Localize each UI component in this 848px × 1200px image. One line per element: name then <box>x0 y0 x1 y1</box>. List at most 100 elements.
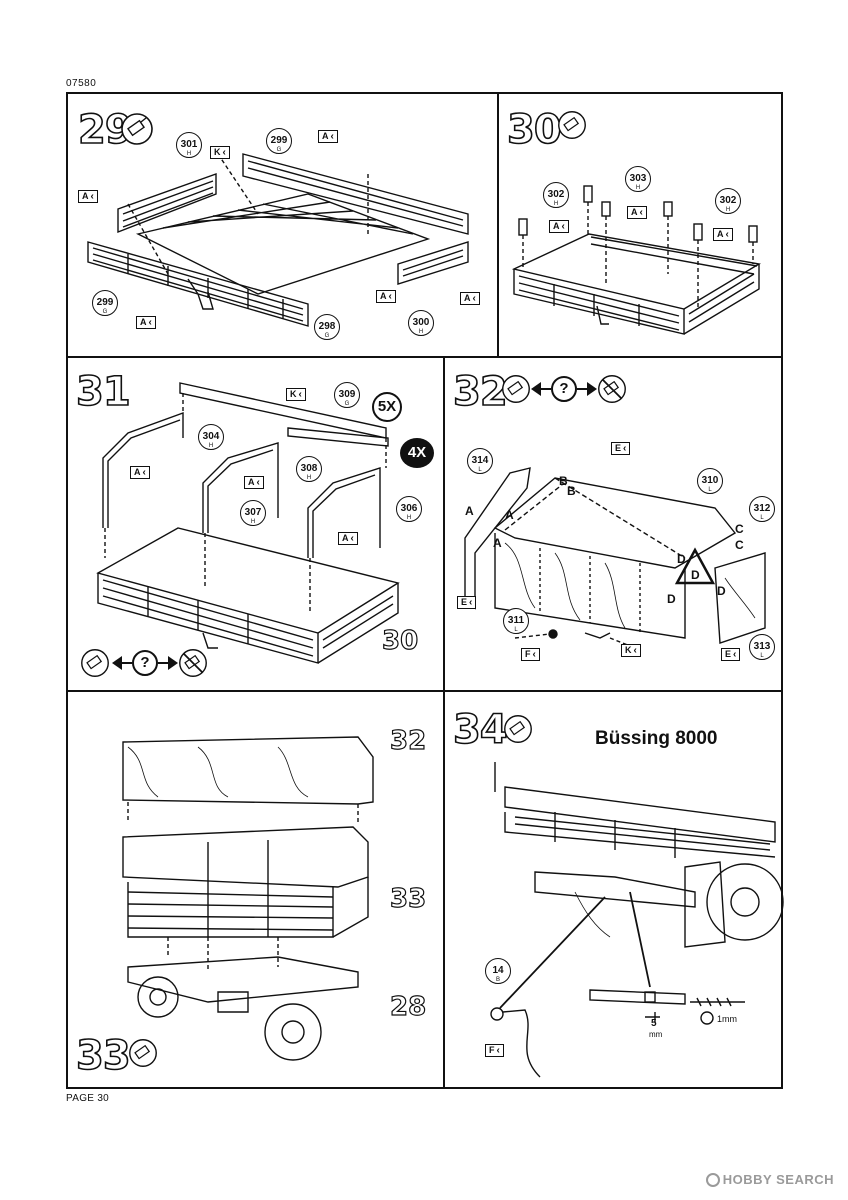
part-309: 309 G <box>334 382 360 408</box>
page-number: PAGE 30 <box>66 1093 110 1104</box>
part-302: 302 H <box>543 182 569 208</box>
part-304: 304 H <box>198 424 224 450</box>
step-reference: 33 <box>389 884 427 914</box>
part-number: 301 <box>180 139 198 150</box>
part-sprue: H <box>250 519 256 525</box>
flag-A: A <box>130 466 150 479</box>
part-299: 299 G <box>266 128 292 154</box>
flag-A: A <box>549 220 569 233</box>
flag-A: A <box>627 206 647 219</box>
document-code: 07580 <box>66 78 97 89</box>
step-reference: 30 <box>381 626 419 656</box>
glue-tube-icon <box>558 111 586 139</box>
step-32-panel: 32 ? 314 <box>445 358 781 690</box>
watermark-logo-icon <box>705 1173 720 1187</box>
flag-E: E <box>611 442 631 455</box>
part-313: 313 L <box>749 634 775 660</box>
step-34-panel: 34 Büssing 8000 14 <box>445 692 784 1087</box>
assembly-letter: C <box>735 538 744 552</box>
part-308: 308 H <box>296 456 322 482</box>
glue-tube-icon <box>81 649 109 677</box>
flag-F: F <box>485 1044 504 1057</box>
step-number: 34 <box>452 707 508 753</box>
part-number: 303 <box>629 173 647 184</box>
part-sprue: L <box>708 487 712 493</box>
arrow-icon <box>112 656 132 670</box>
dimension-value: 5 <box>651 1018 657 1029</box>
part-number: 14 <box>492 965 504 976</box>
part-number: 311 <box>507 615 525 626</box>
wire-diameter: 1mm <box>717 1014 737 1024</box>
part-number: 302 <box>547 189 565 200</box>
flag-A: A <box>376 290 396 303</box>
watermark-text: HOBBY SEARCH <box>722 1172 834 1187</box>
part-sprue: H <box>553 201 559 207</box>
step-reference: 28 <box>389 992 427 1022</box>
part-sprue: L <box>514 627 518 633</box>
assembly-letter: A <box>505 508 514 522</box>
part-sprue: G <box>102 309 108 315</box>
part-sprue: L <box>760 653 764 659</box>
part-314: 314 L <box>467 448 493 474</box>
divider <box>66 356 783 358</box>
part-sprue: H <box>406 515 412 521</box>
part-number: 308 <box>300 463 318 474</box>
assembly-letter: A <box>493 536 502 550</box>
flag-K: K <box>210 146 230 159</box>
trailer-bed-drawing <box>511 185 761 335</box>
step-number: 30 <box>506 107 562 153</box>
assembly-letter: D <box>691 568 700 582</box>
trailer-bed-drawing <box>87 153 469 327</box>
glue-tube-icon <box>504 715 532 743</box>
part-sprue: L <box>760 515 764 521</box>
watermark: HOBBY SEARCH <box>705 1172 834 1187</box>
part-number: 302 <box>719 195 737 206</box>
part-sprue: B <box>495 977 500 983</box>
step-number: 33 <box>75 1033 131 1079</box>
part-sprue: H <box>306 475 312 481</box>
assembly-letter: D <box>677 552 686 566</box>
part-number: 304 <box>202 431 220 442</box>
part-number: 298 <box>318 321 336 332</box>
part-number: 299 <box>270 135 288 146</box>
assembly-letter: B <box>559 474 568 488</box>
bow-frame-drawing <box>96 382 400 664</box>
part-number: 313 <box>753 641 771 652</box>
flag-A: A <box>318 130 338 143</box>
flag-E: E <box>721 648 741 661</box>
glue-tube-icon <box>121 113 153 145</box>
assembly-letter: A <box>465 504 474 518</box>
part-number: 314 <box>471 455 489 466</box>
flag-K: K <box>621 644 641 657</box>
part-310: 310 L <box>697 468 723 494</box>
flag-E: E <box>457 596 477 609</box>
arrow-icon <box>577 382 597 396</box>
step-31-panel: 31 304 H 309 G <box>68 358 443 690</box>
part-299: 299 G <box>92 290 118 316</box>
part-303: 303 H <box>625 166 651 192</box>
trailer-detail-drawing <box>490 762 784 1078</box>
assembly-letter: D <box>717 584 726 598</box>
divider <box>443 356 445 1089</box>
step-number: 32 <box>452 369 508 415</box>
part-311: 311 L <box>503 608 529 634</box>
flag-F: F <box>521 648 540 661</box>
flag-A: A <box>713 228 733 241</box>
part-number: 310 <box>701 475 719 486</box>
part-number: 306 <box>400 503 418 514</box>
flag-K: K <box>286 388 306 401</box>
part-sprue: G <box>276 147 282 153</box>
part-number: 307 <box>244 507 262 518</box>
trailer-assembly-drawing <box>122 736 374 1061</box>
model-title: Büssing 8000 <box>595 728 718 749</box>
part-number: 299 <box>96 297 114 308</box>
dimension-unit: mm <box>649 1030 663 1039</box>
part-301: 301 H <box>176 132 202 158</box>
part-sprue: H <box>186 151 192 157</box>
step-reference: 32 <box>389 726 427 756</box>
arrow-icon <box>158 656 178 670</box>
step-30-panel: 30 302 H 303 H 302 H <box>499 94 781 356</box>
part-302: 302 H <box>715 188 741 214</box>
part-300: 300 H <box>408 310 434 336</box>
flag-A: A <box>78 190 98 203</box>
